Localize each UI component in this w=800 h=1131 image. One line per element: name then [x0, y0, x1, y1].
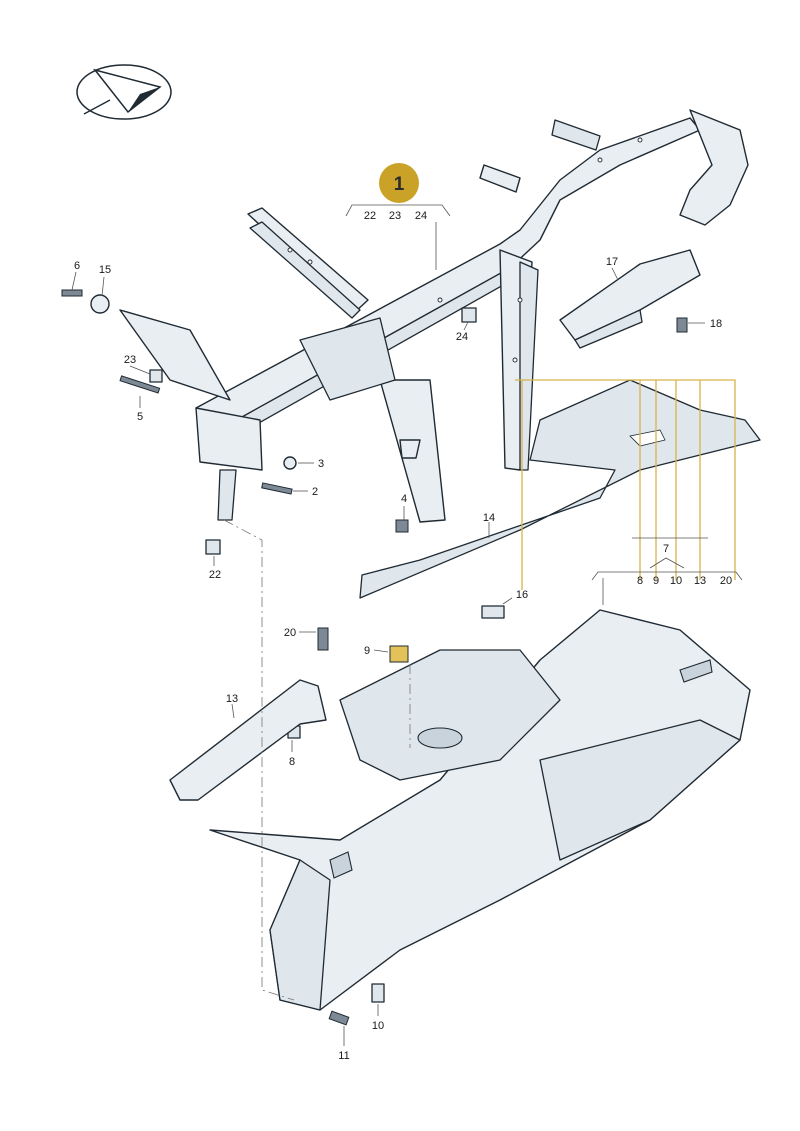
dashboard-panel — [209, 609, 751, 1011]
fasteners — [61, 289, 688, 1026]
label-10: 10 — [372, 1020, 384, 1032]
label-9: 9 — [364, 645, 370, 657]
label-17: 17 — [606, 256, 618, 268]
clip-23 — [149, 369, 163, 383]
leader-lines — [71, 267, 705, 1046]
screw-18 — [676, 317, 688, 333]
callout-1-item-23: 23 — [389, 210, 401, 222]
callout-7-item-9: 9 — [653, 575, 659, 587]
label-3: 3 — [318, 458, 324, 470]
group-7-highlight-lines — [515, 379, 736, 590]
label-14: 14 — [483, 512, 495, 524]
paper-plane-logo-icon — [76, 64, 172, 120]
callout-1-item-24: 24 — [415, 210, 427, 222]
clip-16 — [481, 605, 505, 619]
bolt-2 — [261, 482, 293, 495]
screw-20 — [317, 627, 329, 651]
nut-3 — [283, 456, 297, 470]
nut-24 — [461, 307, 477, 323]
cross-car-beam — [119, 109, 749, 523]
screw-11 — [328, 1010, 350, 1026]
label-2: 2 — [312, 486, 318, 498]
screw-4 — [395, 519, 409, 533]
label-18: 18 — [710, 318, 722, 330]
callout-7-item-13: 13 — [694, 575, 706, 587]
screw-6 — [61, 289, 83, 297]
label-11: 11 — [338, 1050, 349, 1062]
trim-strip-13 — [169, 679, 327, 801]
bracket-17 — [559, 249, 701, 349]
label-22: 22 — [209, 569, 221, 581]
label-16: 16 — [516, 589, 528, 601]
callout-7-number: 7 — [663, 543, 669, 555]
label-20: 20 — [284, 627, 296, 639]
label-8: 8 — [289, 756, 295, 768]
clip-22 — [205, 539, 221, 555]
label-13: 13 — [226, 693, 238, 705]
label-6: 6 — [74, 260, 80, 272]
clip-10 — [371, 983, 385, 1003]
callout-7-item-10: 10 — [670, 575, 682, 587]
label-24: 24 — [456, 331, 468, 343]
dashed-guides — [223, 519, 411, 1001]
callout-number-1: 1 — [394, 174, 405, 195]
callout-7-item-20: 20 — [720, 575, 732, 587]
main-callout: 1 22 23 24 — [345, 163, 451, 270]
bolt-5 — [119, 375, 161, 394]
label-5: 5 — [137, 411, 143, 423]
callout-bubble-1 — [379, 163, 419, 203]
label-4: 4 — [401, 493, 407, 505]
label-15: 15 — [99, 264, 111, 276]
callout-1-item-22: 22 — [364, 210, 376, 222]
callout-7-item-8: 8 — [637, 575, 643, 587]
group-callout-7: 7 8 9 10 13 20 — [591, 537, 743, 605]
label-23: 23 — [124, 354, 136, 366]
clip-15 — [90, 294, 110, 314]
part-labels: 6 15 23 5 3 2 22 4 24 17 18 14 16 20 9 1… — [74, 256, 722, 1062]
clip-9 — [389, 645, 409, 663]
